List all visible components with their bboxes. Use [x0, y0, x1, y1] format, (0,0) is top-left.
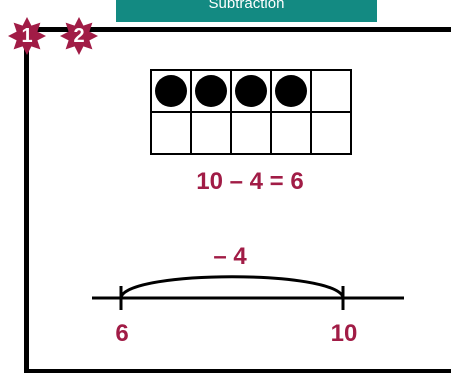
lesson-title: Subtraction	[116, 0, 377, 22]
frame-border-left	[24, 27, 29, 373]
counter-dot	[195, 75, 227, 107]
step-badge-2[interactable]: 2	[59, 16, 99, 56]
hop-arc	[119, 275, 345, 298]
subtraction-equation: 10 – 4 = 6	[196, 168, 304, 195]
star-badge-icon	[60, 17, 98, 55]
hop-label: – 4	[213, 243, 247, 270]
counter-dot	[155, 75, 187, 107]
frame-border-top	[24, 27, 451, 32]
step-badge-label: 2	[73, 25, 85, 47]
number-line-end-label: 10	[330, 320, 358, 347]
number-line-start-label: 6	[115, 320, 129, 347]
frame-border-bottom	[24, 369, 451, 373]
ten-frame	[150, 69, 352, 155]
step-badge-label: 1	[21, 25, 33, 47]
star-badge-icon	[8, 17, 46, 55]
counter-dot	[235, 75, 267, 107]
counter-dot	[275, 75, 307, 107]
ten-frame-cell	[310, 111, 352, 155]
step-badge-1[interactable]: 1	[7, 16, 47, 56]
